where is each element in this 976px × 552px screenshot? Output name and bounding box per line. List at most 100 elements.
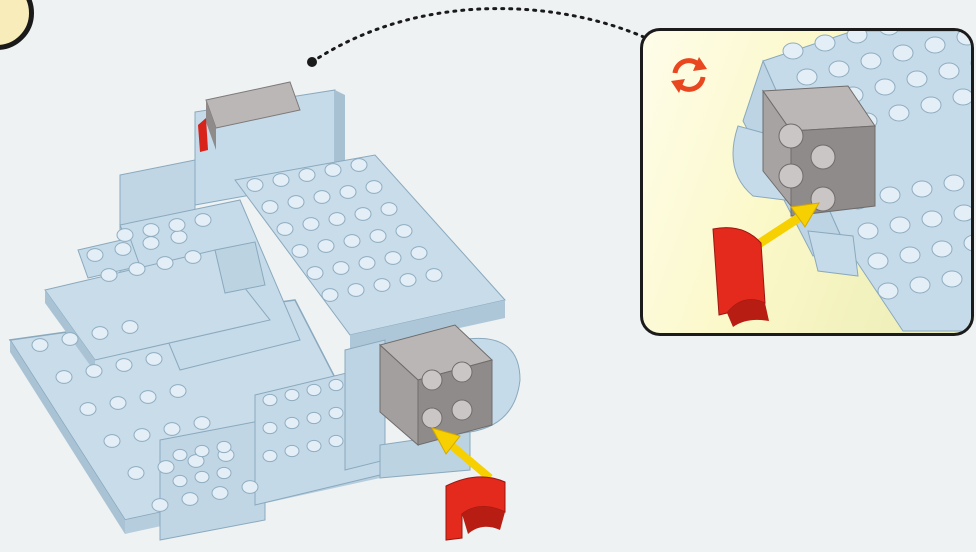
stud (303, 218, 319, 231)
stud (185, 251, 201, 264)
stud (932, 241, 952, 257)
red-slope-piece-detail (713, 228, 769, 327)
stud (333, 262, 349, 275)
stud (942, 271, 962, 287)
stud (157, 257, 173, 270)
stud (152, 499, 168, 512)
stud (171, 231, 187, 244)
stud (314, 191, 330, 204)
stud (847, 31, 867, 43)
stud (366, 181, 382, 194)
stud (939, 63, 959, 79)
stud (195, 471, 209, 482)
stud (426, 269, 442, 282)
callout-dot (307, 57, 317, 67)
stud (907, 71, 927, 87)
stud (307, 384, 321, 395)
stud (861, 53, 881, 69)
stud (195, 214, 211, 227)
stud (396, 225, 412, 238)
stud (351, 159, 367, 172)
stud (86, 365, 102, 378)
stud (318, 240, 334, 253)
callout-line (312, 9, 646, 62)
stud (173, 449, 187, 460)
stud (129, 263, 145, 276)
stud (912, 181, 932, 197)
stud (329, 213, 345, 226)
stud (164, 423, 180, 436)
stud (829, 61, 849, 77)
stud (134, 429, 150, 442)
stud (299, 169, 315, 182)
stud (217, 467, 231, 478)
stud (921, 97, 941, 113)
stud (194, 417, 210, 430)
stud (411, 247, 427, 260)
stud (62, 333, 78, 346)
stud (400, 274, 416, 287)
stud (292, 245, 308, 258)
stud (307, 267, 323, 280)
stud (143, 237, 159, 250)
stud (868, 253, 888, 269)
stud (285, 445, 299, 456)
stud (359, 257, 375, 270)
stud (117, 229, 133, 242)
stud (182, 493, 198, 506)
stud (340, 186, 356, 199)
stud (122, 321, 138, 334)
stud (158, 461, 174, 474)
stud (381, 203, 397, 216)
stud (101, 269, 117, 282)
stud (263, 422, 277, 433)
stud (56, 371, 72, 384)
stud (307, 412, 321, 423)
stud (880, 187, 900, 203)
stud (893, 45, 913, 61)
stud (173, 475, 187, 486)
stud (87, 249, 103, 262)
stud (128, 467, 144, 480)
stud (944, 175, 964, 191)
stud (954, 205, 974, 221)
red-slope-piece (446, 477, 505, 540)
stud (169, 219, 185, 232)
stud (890, 217, 910, 233)
stud (329, 435, 343, 446)
stud (80, 403, 96, 416)
stud (971, 55, 974, 71)
stud (92, 327, 108, 340)
stud (143, 224, 159, 237)
stud (925, 37, 945, 53)
stud (783, 43, 803, 59)
stud (797, 69, 817, 85)
stud (344, 235, 360, 248)
stud (910, 277, 930, 293)
stud (273, 174, 289, 187)
stud (355, 208, 371, 221)
stud (370, 230, 386, 243)
stud (115, 243, 131, 256)
stud (889, 105, 909, 121)
stud (307, 440, 321, 451)
stud (329, 379, 343, 390)
stud (217, 441, 231, 452)
stud (195, 445, 209, 456)
stud (922, 211, 942, 227)
stud (285, 389, 299, 400)
stud (263, 394, 277, 405)
detail-illustration (643, 31, 974, 336)
stud (900, 247, 920, 263)
stud (385, 252, 401, 265)
detail-inset (640, 28, 974, 336)
stud (32, 339, 48, 352)
rotate-view-icon (671, 57, 707, 93)
stud (348, 284, 364, 297)
stud (858, 223, 878, 239)
stud (262, 201, 278, 214)
stud (242, 481, 258, 494)
stud (322, 289, 338, 302)
stud (288, 196, 304, 209)
